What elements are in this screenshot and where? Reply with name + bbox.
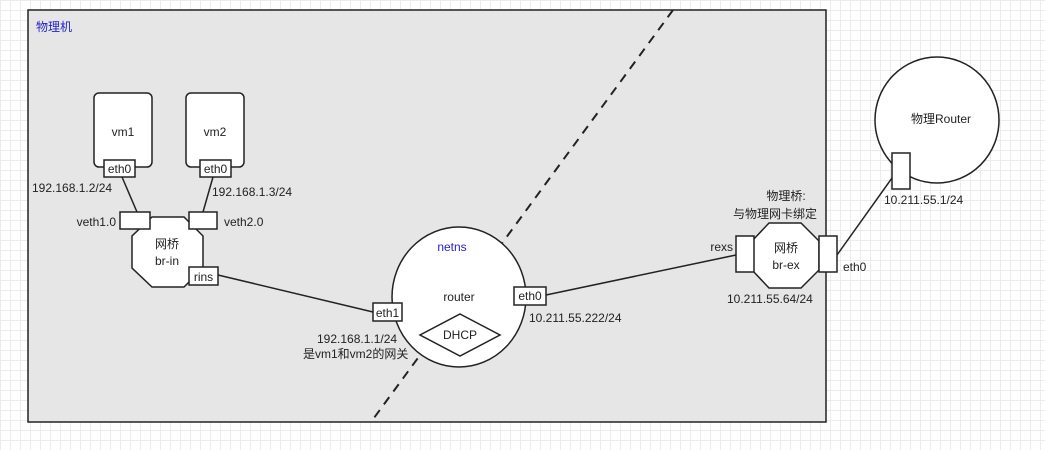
veth2-port[interactable] xyxy=(188,211,218,230)
vm1-label: vm1 xyxy=(112,125,135,139)
router-eth1-port[interactable]: eth1 xyxy=(372,302,403,322)
router-eth0-port[interactable]: eth0 xyxy=(513,286,547,306)
vm2-ip: 192.168.1.3/24 xyxy=(212,185,292,199)
dhcp-label: DHCP xyxy=(443,328,477,342)
link-vm1-bridge xyxy=(121,176,138,213)
link-brex-physrouter xyxy=(836,177,893,256)
router-gateway-note: 是vm1和vm2的网关 xyxy=(303,346,408,361)
bridge-br-ex[interactable]: 网桥 br-ex xyxy=(751,222,820,289)
vm2-label: vm2 xyxy=(204,125,227,139)
br-ex-line1: 网桥 xyxy=(774,241,798,255)
br-in-line2: br-in xyxy=(155,254,179,268)
rins-label: rins xyxy=(194,270,213,284)
link-vm2-bridge xyxy=(202,176,214,213)
vm1[interactable]: vm1 xyxy=(93,92,153,168)
router-eth0-ip: 10.211.55.222/24 xyxy=(529,311,622,325)
link-bridge-router xyxy=(217,274,374,313)
host-label: 物理机 xyxy=(36,20,72,34)
br-ex-ip: 10.211.55.64/24 xyxy=(727,292,813,306)
physical-router-label: 物理Router xyxy=(911,112,971,126)
brex-eth0-label: eth0 xyxy=(843,260,867,274)
router-eth1-ip: 192.168.1.1/24 xyxy=(317,332,397,346)
router-eth0-label: eth0 xyxy=(518,289,542,303)
veth1-port[interactable] xyxy=(119,211,151,230)
netns-label: netns xyxy=(437,240,466,254)
br-ex-title-line2: 与物理网卡绑定 xyxy=(733,206,817,221)
vm2[interactable]: vm2 xyxy=(185,92,245,168)
vm2-eth0-port[interactable]: eth0 xyxy=(199,159,232,178)
br-ex-title-line1: 物理桥: xyxy=(766,189,805,203)
br-in-line1: 网桥 xyxy=(155,237,179,251)
rexs-label: rexs xyxy=(710,240,733,254)
physical-router-port[interactable] xyxy=(891,152,911,190)
physical-router[interactable]: 物理Router xyxy=(874,56,1000,184)
vm1-ip: 192.168.1.2/24 xyxy=(32,181,112,195)
vm1-eth0-label: eth0 xyxy=(108,162,132,176)
link-router-brex xyxy=(545,254,737,296)
router-label: router xyxy=(443,290,474,304)
physical-router-ip: 10.211.55.1/24 xyxy=(884,193,964,207)
brex-eth0-port[interactable] xyxy=(818,235,838,273)
rexs-port[interactable] xyxy=(735,235,755,273)
br-ex-line2: br-ex xyxy=(772,258,799,272)
namespace-boundary-line xyxy=(370,9,674,423)
vm1-eth0-port[interactable]: eth0 xyxy=(103,159,136,178)
veth2-label: veth2.0 xyxy=(224,215,264,229)
router-eth1-label: eth1 xyxy=(376,306,400,320)
dhcp-service[interactable]: DHCP xyxy=(418,313,502,357)
vm2-eth0-label: eth0 xyxy=(204,162,228,176)
veth1-label: veth1.0 xyxy=(77,215,117,229)
rins-port[interactable]: rins xyxy=(188,266,219,286)
bridge-br-in[interactable]: 网桥 br-in xyxy=(131,216,204,288)
